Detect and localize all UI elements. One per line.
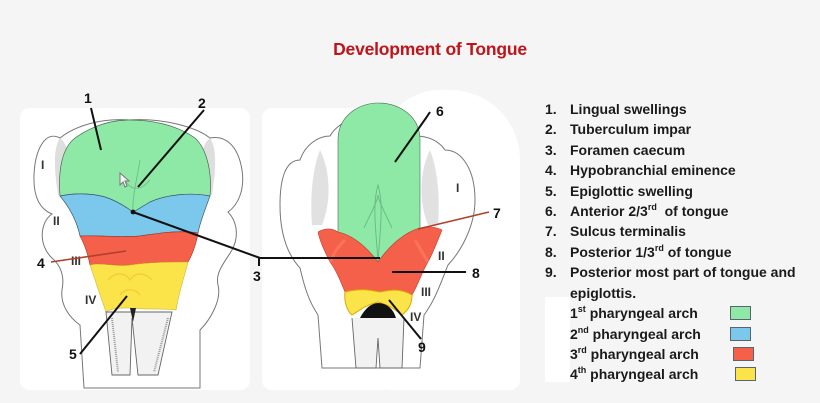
left-embryo-figure: I II III IV xyxy=(33,119,244,389)
arch-key-row-1: 1st pharyngeal arch xyxy=(570,303,770,323)
arch-key-row-3: 3rd pharyngeal arch xyxy=(570,344,770,364)
arch2-color-swatch xyxy=(730,326,751,341)
right-arch-numeral-1: I xyxy=(456,181,459,195)
left-arch-numeral-4: IV xyxy=(85,293,96,307)
callout-2: 2 xyxy=(198,95,206,111)
mouse-cursor-icon xyxy=(119,172,131,188)
left-arch-numeral-1: I xyxy=(41,158,44,172)
callout-1: 1 xyxy=(84,90,92,106)
callout-line-4 xyxy=(50,250,127,263)
numbered-legend: 1. Lingual swellings 2. Tuberculum impar… xyxy=(545,99,820,303)
slide-title: Development of Tongue xyxy=(333,39,527,59)
callout-dot xyxy=(130,209,136,215)
right-arch-numeral-3: III xyxy=(421,285,431,299)
white-patch xyxy=(545,297,570,382)
left-arch4-region xyxy=(89,261,189,313)
right-arch-numeral-2: II xyxy=(438,249,445,263)
callout-line-5 xyxy=(79,295,128,355)
callout-3: 3 xyxy=(253,268,261,284)
right-arch-numeral-4: IV xyxy=(410,310,421,324)
callout-line-7 xyxy=(417,211,490,230)
left-trachea xyxy=(105,311,173,376)
callout-5: 5 xyxy=(69,346,77,362)
callout-7: 7 xyxy=(493,205,501,221)
callout-8: 8 xyxy=(472,265,480,281)
legend-item-4: 4. Hypobranchial eminence xyxy=(545,162,736,179)
left-arch3-region xyxy=(79,231,199,266)
callout-4: 4 xyxy=(37,255,45,271)
arch4-color-swatch xyxy=(735,367,756,382)
callout-9: 9 xyxy=(418,339,426,355)
left-arch-numeral-3: III xyxy=(71,254,81,268)
right-embryo-figure: I II III IV xyxy=(279,102,476,369)
legend-item-1: 1. Lingual swellings xyxy=(545,101,687,117)
arch-key-row-4: 4th pharyngeal arch xyxy=(570,364,770,384)
callout-line-1 xyxy=(90,107,102,151)
arch1-color-swatch xyxy=(730,306,751,321)
callout-6: 6 xyxy=(436,103,444,119)
arch-key-row-2: 2nd pharyngeal arch xyxy=(570,323,770,343)
callout-line-9 xyxy=(388,299,422,340)
legend-item-6: 6. Anterior 2/3rd of tongue xyxy=(545,202,729,220)
legend-item-3: 3. Foramen caecum xyxy=(545,141,686,158)
callout-line-6 xyxy=(394,111,431,163)
legend-item-8: 8. Posterior 1/3rd of tongue xyxy=(545,242,732,260)
legend-item-7: 7. Sulcus terminalis xyxy=(545,223,686,240)
legend-item-5: 5. Epiglottic swelling xyxy=(545,182,693,199)
red-callout-lines xyxy=(50,211,490,263)
arch-color-key: 1st pharyngeal arch 2nd pharyngeal arch … xyxy=(570,303,770,385)
legend-item-9: 9. Posterior most part of tongue and epi… xyxy=(545,264,796,301)
legend-item-2: 2. Tuberculum impar xyxy=(545,121,692,138)
arch3-color-swatch xyxy=(733,346,754,361)
callout-lines xyxy=(79,107,466,355)
left-arch-numeral-2: II xyxy=(53,214,60,228)
callout-line-2 xyxy=(137,109,205,188)
